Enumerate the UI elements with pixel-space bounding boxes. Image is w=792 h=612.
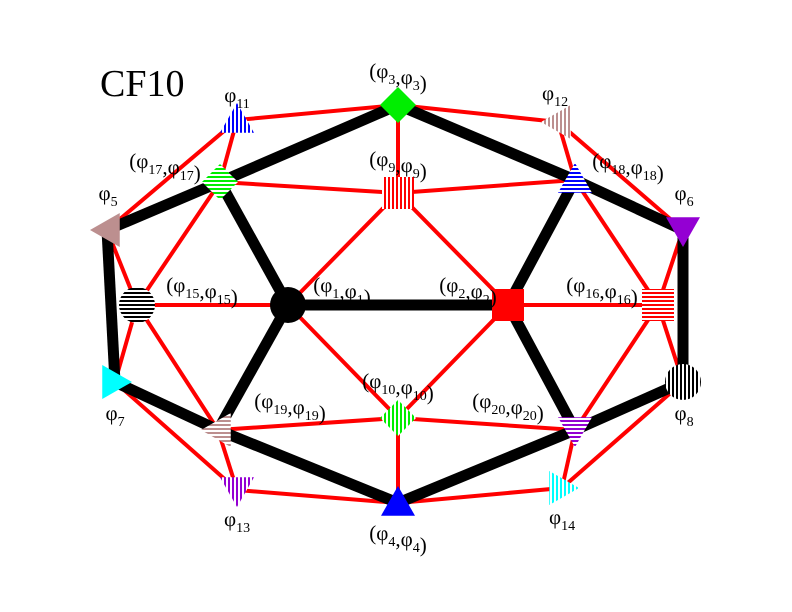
node-label-n6: φ6: [674, 181, 693, 210]
node-n3-diamond-marker: [380, 87, 416, 123]
thin-edge-n20-n16: [573, 303, 660, 432]
node-label-n7: φ7: [105, 401, 124, 430]
node-label-n2: (φ2,φ2): [439, 273, 497, 309]
thin-edge-n3-n11: [236, 103, 399, 122]
thin-edge-n17-n15: [135, 180, 222, 307]
node-n4-triangle-up-marker: [381, 486, 415, 516]
thin-edge-n17-n9: [219, 180, 399, 195]
thick-edge-n1-n19: [213, 302, 293, 433]
thin-edge-n4-n14: [397, 486, 563, 505]
thin-edge-n9-n2: [396, 191, 510, 307]
thick-edge-n3-n17: [217, 99, 401, 188]
node-n12-triangle-left-marker: [541, 105, 571, 139]
node-n11-triangle-up-marker: [220, 103, 254, 133]
thick-edge-n2-n18: [503, 177, 580, 308]
node-label-n16: (φ16,φ16): [566, 273, 638, 309]
node-label-n1: (φ1,φ1): [313, 273, 371, 309]
thin-edge-n9-n1: [286, 191, 400, 307]
node-n14-triangle-right-marker: [549, 471, 579, 505]
thick-edge-n6-n18: [572, 175, 686, 235]
node-label-n12: φ12: [542, 81, 568, 110]
thin-edge-n3-n12: [397, 103, 559, 124]
node-label-n17: (φ17,φ17): [129, 149, 201, 185]
thick-edge-n8-n20: [572, 376, 686, 436]
node-label-n8: φ8: [674, 401, 693, 430]
node-n7-triangle-right-marker: [102, 365, 132, 399]
node-label-n10: (φ10,φ10): [362, 369, 434, 405]
node-n13-triangle-down-marker: [220, 477, 254, 507]
node-n9-square-marker: [382, 177, 414, 209]
node-label-n4: (φ4,φ4): [369, 521, 427, 557]
thick-edge-n3-n18: [395, 99, 578, 186]
diagram-title: CF10: [100, 63, 184, 105]
node-label-n5: φ5: [98, 181, 117, 210]
thin-edge-n11-n5: [105, 118, 239, 232]
node-n8-circle-marker: [665, 364, 701, 400]
node-n18-triangle-up-marker: [558, 163, 592, 193]
thin-edge-n10-n20: [397, 416, 576, 432]
thick-edge-n4-n20: [395, 424, 578, 509]
thin-edge-n2-n10: [396, 303, 510, 420]
nodes: [90, 87, 701, 516]
thick-edge-n7-n19: [112, 377, 221, 435]
node-label-n9: (φ9,φ9): [369, 147, 427, 183]
thin-edge-n19-n15: [135, 303, 220, 432]
thick-edges: [101, 99, 689, 509]
node-label-n3: (φ3,φ3): [369, 59, 427, 95]
node-label-n13: φ13: [224, 507, 250, 536]
node-label-n18: (φ18,φ18): [592, 149, 664, 185]
thin-edge-n9-n18: [397, 178, 576, 195]
node-n10-diamond-marker: [380, 400, 416, 436]
node-label-n11: φ11: [224, 83, 250, 112]
thin-edge-n18-n16: [573, 178, 660, 307]
node-label-n15: (φ15,φ15): [166, 273, 238, 309]
node-n20-triangle-down-marker: [558, 417, 592, 447]
node-n6-triangle-down-marker: [666, 217, 700, 247]
node-n16-square-marker: [642, 289, 674, 321]
node-label-n14: φ14: [549, 505, 575, 534]
thick-edge-n5-n7: [101, 229, 121, 383]
node-n19-triangle-left-marker: [201, 413, 231, 447]
node-labels: (φ1,φ1) (φ2,φ2) (φ3,φ3) (φ4,φ4) φ5 φ6 φ7 φ8 (φ9,…: [98, 59, 693, 557]
thin-edge-n19-n10: [217, 416, 399, 432]
node-label-n19: (φ19,φ19): [254, 389, 326, 425]
node-n5-triangle-left-marker: [90, 213, 120, 247]
node-n2-square-marker: [492, 289, 524, 321]
thick-edge-n2-n20: [503, 302, 580, 433]
thin-edge-n8-n14: [560, 380, 685, 490]
thick-edge-n5-n17: [104, 176, 223, 236]
thin-edge-n12-n6: [556, 120, 685, 232]
thin-edge-n1-n10: [286, 303, 400, 420]
thick-edge-n1-n17: [215, 179, 293, 308]
node-n17-diamond-marker: [202, 164, 238, 200]
thin-edge-n13-n4: [236, 488, 399, 505]
node-n15-circle-marker: [119, 287, 155, 323]
thin-edge-n7-n13: [113, 380, 239, 492]
node-n1-circle-marker: [270, 287, 306, 323]
thick-edge-n4-n19: [215, 424, 401, 509]
node-label-n20: (φ20,φ20): [472, 389, 544, 425]
